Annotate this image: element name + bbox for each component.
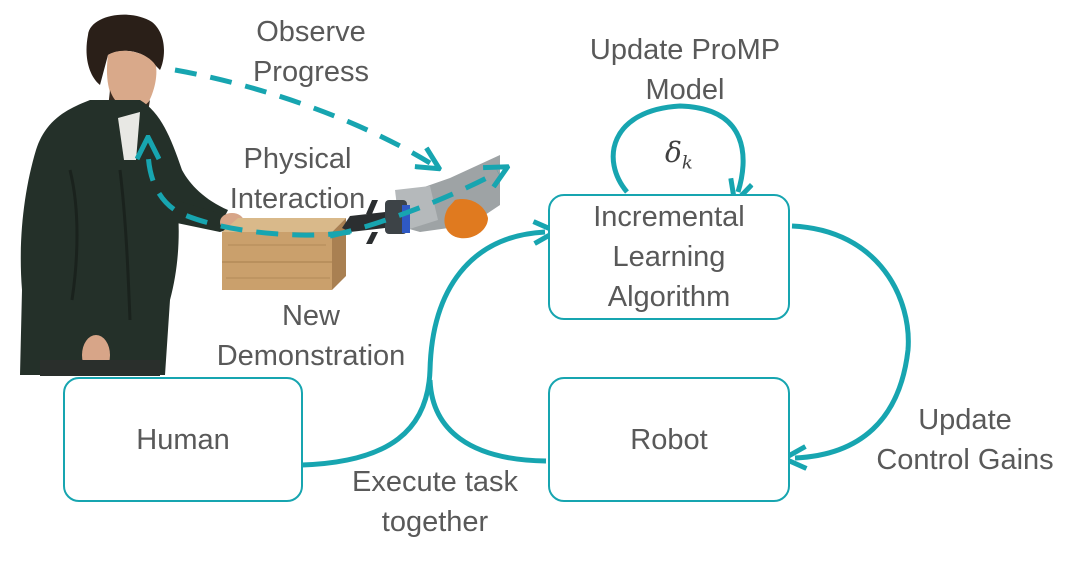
incremental-learning-box-label: Incremental Learning Algorithm bbox=[593, 201, 745, 313]
update-promp-self-loop-arrow bbox=[610, 103, 743, 192]
physical-interaction-arrow-to-robot bbox=[329, 172, 498, 239]
new-demonstration-label: New Demonstration bbox=[216, 300, 406, 372]
delta-subscript: k bbox=[681, 152, 693, 174]
delta-symbol: δ bbox=[665, 136, 682, 169]
physical-interaction-arrow bbox=[148, 148, 351, 238]
update-promp-model-label: Update ProMP Model bbox=[589, 34, 781, 106]
execute-task-together-label: Execute task together bbox=[351, 466, 519, 538]
update-control-gains-label: Update Control Gains bbox=[876, 404, 1054, 476]
human-box-label: Human bbox=[136, 423, 230, 456]
execute-task-together-arrow bbox=[301, 232, 545, 468]
delta-k-symbol: δk bbox=[665, 136, 693, 174]
human-box: Human bbox=[63, 377, 303, 502]
physical-interaction-label: Physical Interaction bbox=[229, 143, 366, 215]
robot-box-label: Robot bbox=[630, 423, 708, 456]
observe-progress-label: Observe Progress bbox=[252, 16, 370, 88]
robot-to-learning-arrow bbox=[427, 379, 547, 464]
update-control-gains-arrow bbox=[792, 223, 911, 458]
robot-box: Robot bbox=[548, 377, 790, 502]
incremental-learning-box: Incremental Learning Algorithm bbox=[548, 194, 790, 320]
